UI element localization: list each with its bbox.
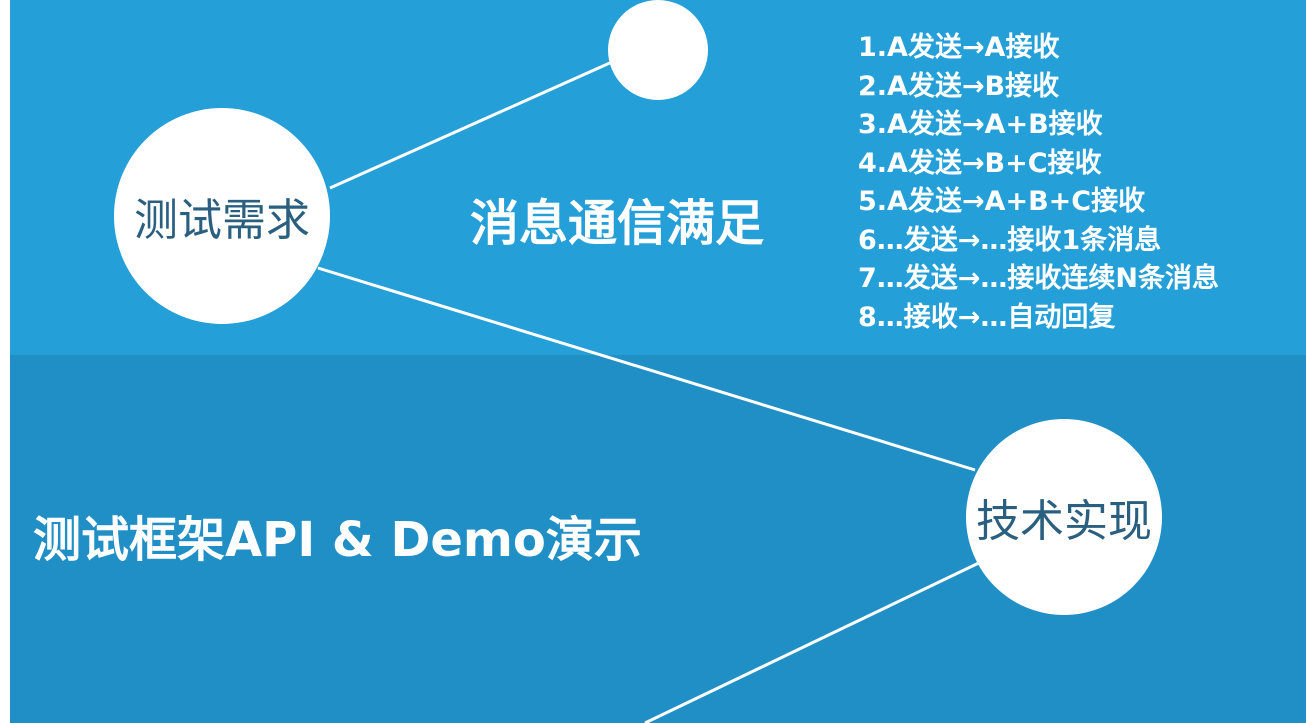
requirements-list: 1.A发送→A接收 2.A发送→B接收 3.A发送→A+B接收 4.A发送→B+…	[858, 29, 1219, 337]
requirement-item: 8…接收→…自动回复	[858, 301, 1116, 333]
connector-line-to-implementation	[317, 266, 976, 472]
implementation-node-label: 技术实现	[976, 496, 1152, 547]
connector-line-to-bottom	[644, 558, 986, 723]
requirement-item: 3.A发送→A+B接收	[858, 109, 1103, 140]
requirement-item: 7…发送→…接收连续N条消息	[858, 263, 1220, 294]
connector-line-to-top-node	[329, 60, 613, 190]
requirement-item: 4.A发送→B+C接收	[858, 147, 1102, 179]
requirement-item: 6…发送→…接收1条消息	[858, 224, 1162, 256]
top-node-circle	[608, 0, 708, 100]
requirement-item: 5.A发送→A+B+C接收	[858, 186, 1146, 217]
messaging-heading: 消息通信满足	[470, 195, 765, 252]
implementation-node-circle: 技术实现	[966, 419, 1162, 615]
requirement-item: 1.A发送→A接收	[858, 32, 1060, 63]
framework-heading: 测试框架API & Demo演示	[33, 512, 642, 568]
requirements-node-circle: 测试需求	[114, 108, 330, 324]
requirement-item: 2.A发送→B接收	[858, 70, 1060, 102]
requirements-node-label: 测试需求	[134, 195, 310, 246]
left-edge-strip	[0, 0, 10, 723]
